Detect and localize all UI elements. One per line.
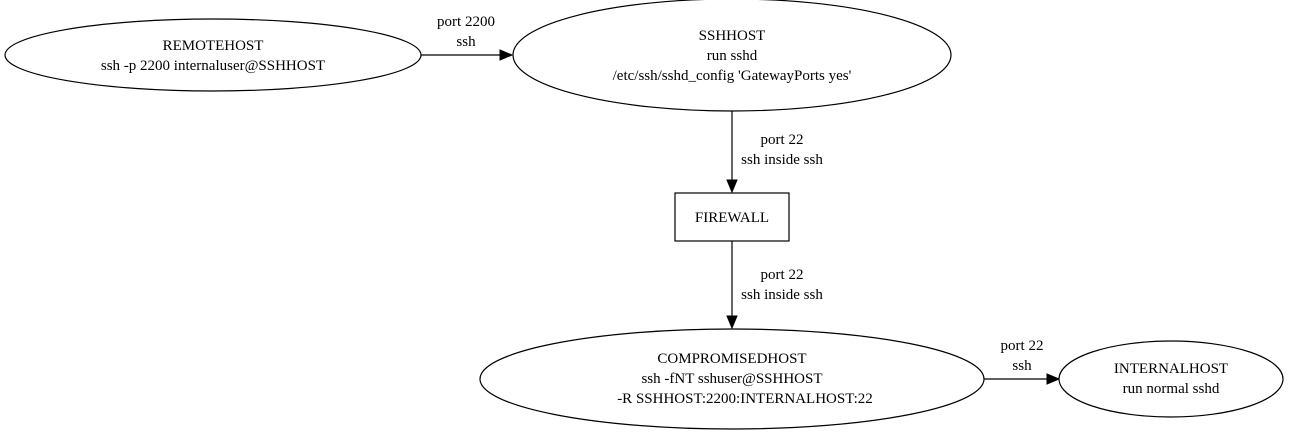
- edge-label-compromisedhost-internalhost-line1: port 22: [1001, 338, 1044, 354]
- node-remotehost: REMOTEHOST ssh -p 2200 internaluser@SSHH…: [4, 18, 422, 92]
- edge-label-sshhost-firewall-line1: port 22: [761, 132, 804, 148]
- edge-sshhost-to-firewall: port 22 ssh inside ssh: [726, 111, 823, 194]
- node-compromisedhost: COMPROMISEDHOST ssh -fNT sshuser@SSHHOST…: [479, 328, 985, 430]
- node-sshhost-run: run sshd: [707, 48, 758, 64]
- edge-remotehost-to-sshhost: port 2200 ssh: [421, 14, 514, 61]
- node-sshhost-config: /etc/ssh/sshd_config 'GatewayPorts yes': [613, 68, 852, 84]
- edge-label-remotehost-sshhost-line2: ssh: [456, 34, 476, 50]
- node-compromisedhost-forward: -R SSHHOST:2200:INTERNALHOST:22: [617, 391, 873, 407]
- node-compromisedhost-title: COMPROMISEDHOST: [657, 351, 806, 367]
- edge-label-firewall-compromisedhost-line2: ssh inside ssh: [741, 287, 823, 303]
- node-firewall-title: FIREWALL: [695, 210, 769, 226]
- node-sshhost-title: SSHHOST: [699, 28, 766, 44]
- edge-label-remotehost-sshhost-line1: port 2200: [437, 14, 495, 30]
- node-internalhost: INTERNALHOST run normal sshd: [1058, 340, 1284, 418]
- node-remotehost-title: REMOTEHOST: [163, 38, 264, 54]
- edge-firewall-to-compromisedhost: port 22 ssh inside ssh: [726, 241, 823, 330]
- node-firewall: FIREWALL: [674, 192, 790, 242]
- edge-label-firewall-compromisedhost-line1: port 22: [761, 267, 804, 283]
- node-remotehost-command: ssh -p 2200 internaluser@SSHHOST: [101, 58, 325, 74]
- node-internalhost-run: run normal sshd: [1123, 381, 1220, 397]
- node-sshhost: SSHHOST run sshd /etc/ssh/sshd_config 'G…: [512, 0, 952, 112]
- edge-label-sshhost-firewall-line2: ssh inside ssh: [741, 152, 823, 168]
- node-internalhost-title: INTERNALHOST: [1114, 361, 1228, 377]
- node-compromisedhost-command: ssh -fNT sshuser@SSHHOST: [641, 371, 822, 387]
- edge-label-compromisedhost-internalhost-line2: ssh: [1012, 358, 1032, 374]
- edge-compromisedhost-to-internalhost: port 22 ssh: [984, 338, 1061, 385]
